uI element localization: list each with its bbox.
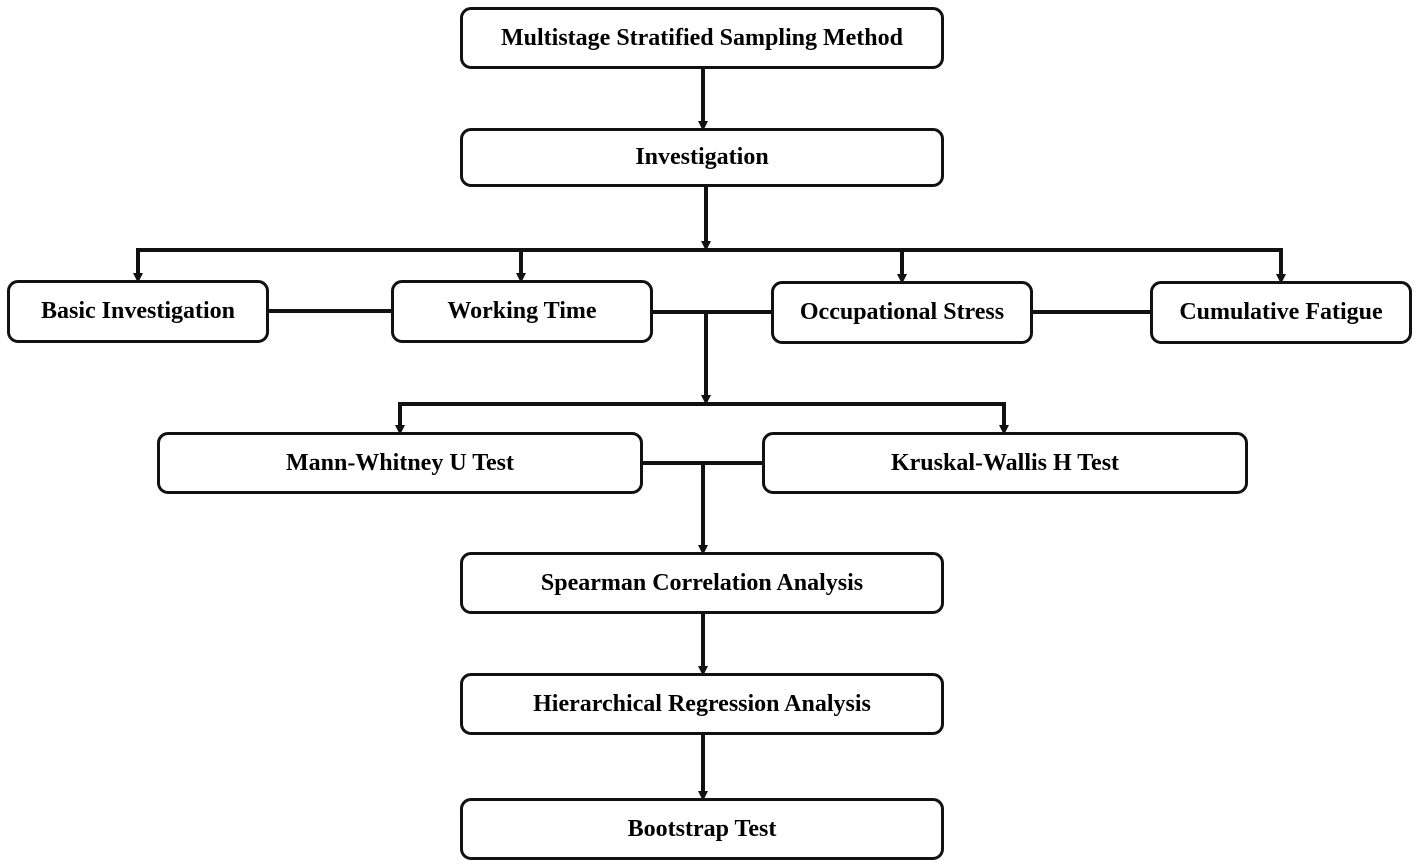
node-spearman-correlation: Spearman Correlation Analysis — [460, 552, 944, 614]
node-label: Spearman Correlation Analysis — [540, 569, 864, 596]
node-basic-investigation: Basic Investigation — [7, 280, 269, 343]
node-kruskal-wallis-test: Kruskal-Wallis H Test — [762, 432, 1248, 494]
node-occupational-stress: Occupational Stress — [771, 281, 1033, 344]
node-label: Cumulative Fatigue — [1179, 299, 1383, 325]
node-label: Working Time — [447, 298, 597, 324]
node-working-time: Working Time — [391, 280, 653, 343]
node-label: Kruskal-Wallis H Test — [890, 449, 1120, 476]
node-label: Multistage Stratified Sampling Method — [501, 24, 903, 51]
node-mann-whitney-test: Mann-Whitney U Test — [157, 432, 643, 494]
node-label: Occupational Stress — [799, 299, 1005, 325]
node-investigation: Investigation — [460, 128, 944, 187]
node-bootstrap-test: Bootstrap Test — [460, 798, 944, 860]
node-cumulative-fatigue: Cumulative Fatigue — [1150, 281, 1412, 344]
node-label: Mann-Whitney U Test — [285, 449, 515, 476]
node-sampling-method: Multistage Stratified Sampling Method — [460, 7, 944, 69]
node-label: Investigation — [635, 144, 769, 170]
node-label: Bootstrap Test — [627, 815, 777, 842]
node-label: Basic Investigation — [40, 298, 235, 324]
node-hierarchical-regression: Hierarchical Regression Analysis — [460, 673, 944, 735]
node-label: Hierarchical Regression Analysis — [533, 690, 871, 717]
